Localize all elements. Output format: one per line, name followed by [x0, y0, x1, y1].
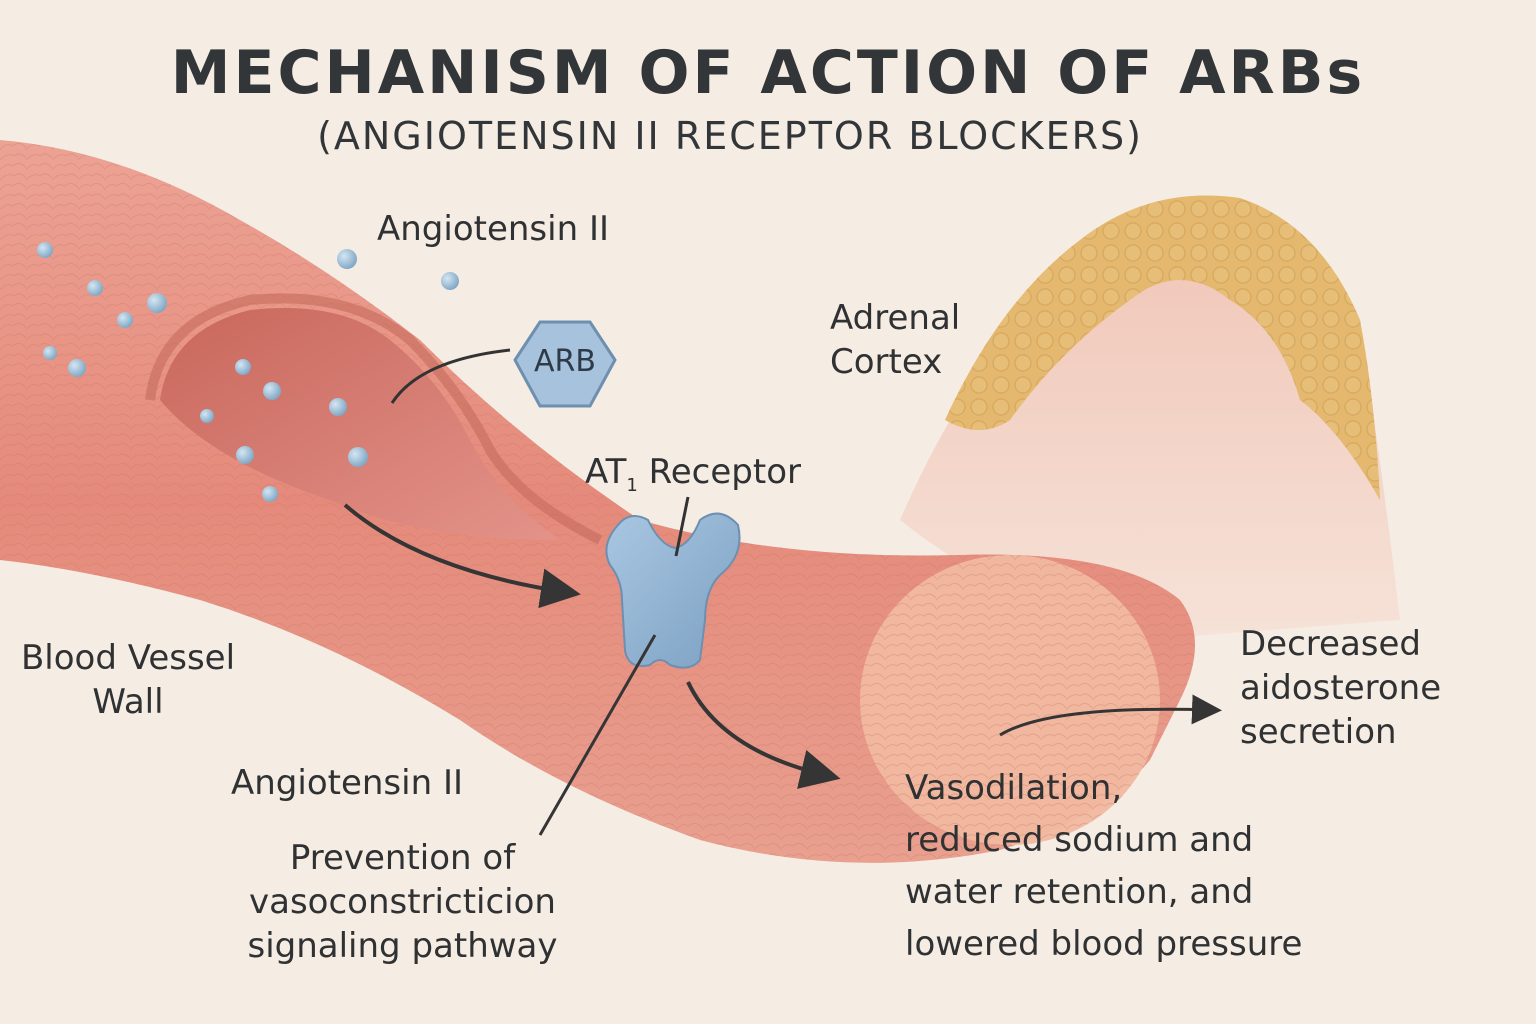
molecule [236, 446, 254, 464]
prevention-line-2: vasoconstricticion [249, 882, 556, 922]
blood-vessel-wall-label: Blood Vessel Wall [10, 636, 246, 724]
outcome-arrow [686, 681, 841, 789]
molecule [329, 398, 347, 416]
decreased-line-3: secretion [1240, 712, 1397, 752]
molecule [262, 486, 278, 502]
prevention-label: Prevention of vasoconstricticion signali… [230, 836, 575, 968]
arb-molecule: ARB [513, 320, 617, 408]
molecule [441, 272, 459, 290]
receptor-suffix: Receptor [637, 452, 801, 492]
molecule [117, 312, 133, 328]
prevention-leader-line [538, 634, 657, 836]
adrenal-line-2: Cortex [830, 342, 943, 382]
decreased-line-1: Decreased [1240, 624, 1421, 664]
molecule [87, 280, 103, 296]
receptor-label: AT1 Receptor [585, 450, 801, 508]
vessel-line-2: Wall [92, 682, 164, 722]
at1-receptor [605, 512, 741, 669]
blood-vessel [0, 140, 1195, 863]
prevention-line-1: Prevention of [289, 838, 516, 878]
angiotensin-bottom-label: Angiotensin II [231, 763, 464, 803]
outcome-line-1: Vasodilation, [905, 768, 1123, 808]
molecule [263, 382, 281, 400]
angiotensin-molecules [37, 242, 459, 502]
molecule [337, 249, 357, 269]
vessel-line-1: Blood Vessel [20, 638, 236, 678]
molecule [147, 293, 167, 313]
outcome-line-4: lowered blood pressure [905, 924, 1303, 964]
molecule [348, 447, 368, 467]
molecule [37, 242, 53, 258]
prevention-line-3: signaling pathway [247, 926, 558, 966]
receptor-prefix: AT [585, 452, 627, 492]
outcome-line-3: water retention, and [905, 872, 1254, 912]
molecule [235, 359, 251, 375]
molecule [68, 359, 86, 377]
outcome-line-2: reduced sodium and [905, 820, 1254, 860]
decreased-line-2: aidosterone [1240, 668, 1442, 708]
aldosterone-arrow [999, 694, 1222, 737]
arb-label: ARB [534, 344, 596, 379]
arb-leader-line [390, 348, 511, 404]
adrenal-line-1: Adrenal [830, 298, 961, 338]
receptor-subscript: 1 [626, 474, 638, 496]
molecule [200, 409, 214, 423]
angiotensin-top-label: Angiotensin II [377, 209, 610, 249]
molecule [43, 346, 57, 360]
page-title: MECHANISM OF ACTION OF ARBs [170, 38, 1366, 108]
adrenal-gland [900, 195, 1400, 640]
adrenal-cortex-label: Adrenal Cortex [830, 296, 960, 384]
decreased-aldosterone-label: Decreased aidosterone secretion [1240, 622, 1441, 754]
angiotensin-flow-arrow [343, 503, 581, 609]
outcome-label: Vasodilation, reduced sodium and water r… [905, 762, 1302, 970]
page-subtitle: (ANGIOTENSIN II RECEPTOR BLOCKERS) [317, 114, 1143, 158]
receptor-leader-line [674, 496, 690, 557]
